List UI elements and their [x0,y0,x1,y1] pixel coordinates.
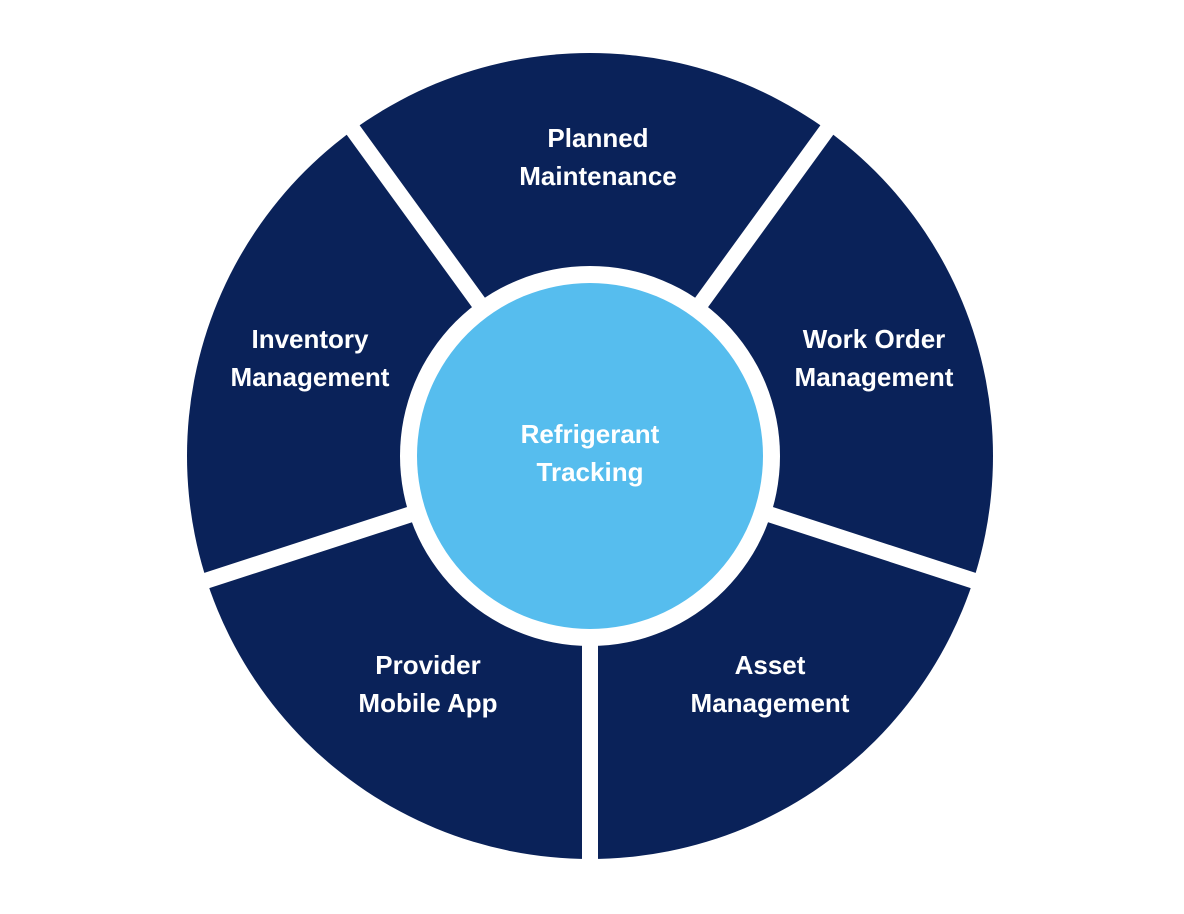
segment-label-line: Work Order [802,324,946,354]
segment-label-line: Planned [547,123,649,153]
center-circle [417,283,763,629]
center-label-line: Refrigerant [520,419,660,449]
segment-label-line: Provider [375,650,481,680]
segment-label-line: Asset [734,650,806,680]
segment-label-line: Management [230,362,390,392]
segment-label-line: Management [690,688,850,718]
segment-label-line: Maintenance [519,161,677,191]
segment-label-line: Inventory [251,324,369,354]
segment-label-line: Management [794,362,954,392]
center-label-line: Tracking [536,457,644,487]
segment-label-line: Mobile App [358,688,498,718]
